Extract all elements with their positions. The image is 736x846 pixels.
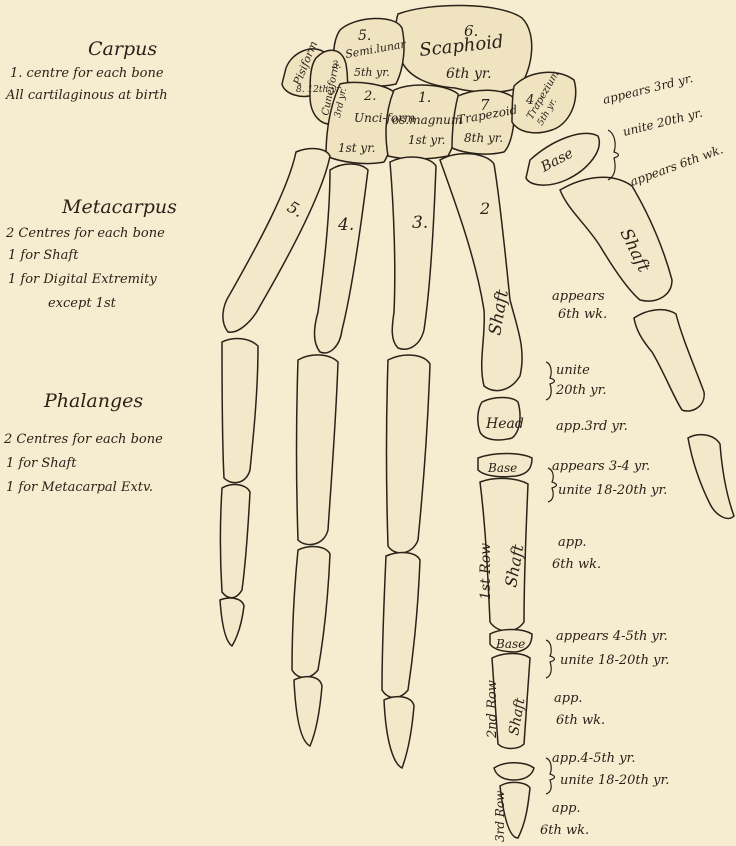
- thumb-unite: unite 20th yr.: [621, 106, 704, 139]
- middle-finger-middle-phalanx: [382, 553, 420, 698]
- metacarpal-2: [440, 154, 522, 391]
- thumb-metacarpal-shaft: [560, 177, 672, 301]
- scaphoid-age: 6th yr.: [446, 66, 492, 82]
- ring-finger-distal-phalanx: [294, 677, 322, 746]
- semilunar-number: 5.: [358, 28, 371, 44]
- metacarpal-4: [315, 164, 369, 353]
- semilunar-age: 5th yr.: [354, 66, 390, 79]
- third-row-label: 3rd Row: [493, 790, 507, 842]
- little-finger-middle-phalanx: [221, 485, 251, 598]
- second-row-base-label: Base: [495, 637, 525, 651]
- second-row-app: app.: [554, 691, 583, 706]
- os-magnum-name: os.magnum: [392, 113, 462, 127]
- first-row-base-label: Base: [487, 461, 517, 475]
- metacarpal-2-head-label: Head: [485, 416, 524, 432]
- trapezoid-age: 8th yr.: [464, 131, 503, 145]
- unciform-number: 2.: [363, 89, 376, 104]
- thumb-appears: appears 3rd yr.: [601, 71, 694, 107]
- metacarpal-3: [390, 157, 436, 349]
- first-row-app: app.: [558, 535, 587, 550]
- metacarpal-5: [223, 149, 330, 333]
- metacarpal-2-appears-age: 6th wk.: [558, 307, 607, 322]
- second-row-label: 2nd Row: [485, 680, 500, 739]
- metacarpal-2-unite: unite: [556, 363, 590, 378]
- ring-finger-middle-phalanx: [292, 547, 330, 678]
- metacarpal-2-unite-age: 20th yr.: [555, 383, 607, 398]
- os-magnum-number: 1.: [418, 90, 431, 106]
- little-finger-distal-phalanx: [220, 598, 244, 646]
- thumb-appears-shaft: appears 6th wk.: [628, 142, 725, 189]
- third-row-appears: app.4-5th yr.: [552, 751, 635, 766]
- first-row-appears: appears 3-4 yr.: [552, 459, 650, 474]
- first-row-unite: unite 18-20th yr.: [558, 483, 667, 498]
- second-row-app-age: 6th wk.: [556, 713, 605, 728]
- second-row-appears: appears 4-5th yr.: [556, 629, 668, 644]
- metacarpal-4-number: 4.: [337, 215, 354, 235]
- middle-finger-distal-phalanx: [384, 697, 414, 768]
- index-distal-base: [494, 763, 534, 780]
- second-row-unite-brace: [546, 640, 555, 678]
- ring-finger-proximal-phalanx: [297, 355, 339, 545]
- metacarpal-2-number: 2: [479, 199, 490, 218]
- third-row-app-age: 6th wk.: [540, 823, 589, 838]
- thumb-unite-brace: [608, 130, 619, 180]
- unciform-age: 1st yr.: [338, 141, 375, 155]
- second-row-unite: unite 18-20th yr.: [560, 653, 669, 668]
- thumb-phalanx-2: [688, 435, 734, 519]
- first-row-label: 1st Row: [478, 543, 494, 600]
- thumb-phalanx-1: [634, 310, 704, 411]
- metacarpal-2-appears: appears: [552, 289, 605, 304]
- first-row-app-age: 6th wk.: [552, 557, 601, 572]
- third-row-app: app.: [552, 801, 581, 816]
- metacarpal-2-unite-brace: [546, 362, 555, 400]
- little-finger-proximal-phalanx: [222, 339, 258, 483]
- metacarpal-2-head-app: app.3rd yr.: [556, 419, 628, 434]
- os-magnum-age: 1st yr.: [408, 133, 445, 147]
- middle-finger-proximal-phalanx: [387, 355, 431, 553]
- metacarpal-3-number: 3.: [412, 213, 428, 233]
- third-row-unite: unite 18-20th yr.: [560, 773, 669, 788]
